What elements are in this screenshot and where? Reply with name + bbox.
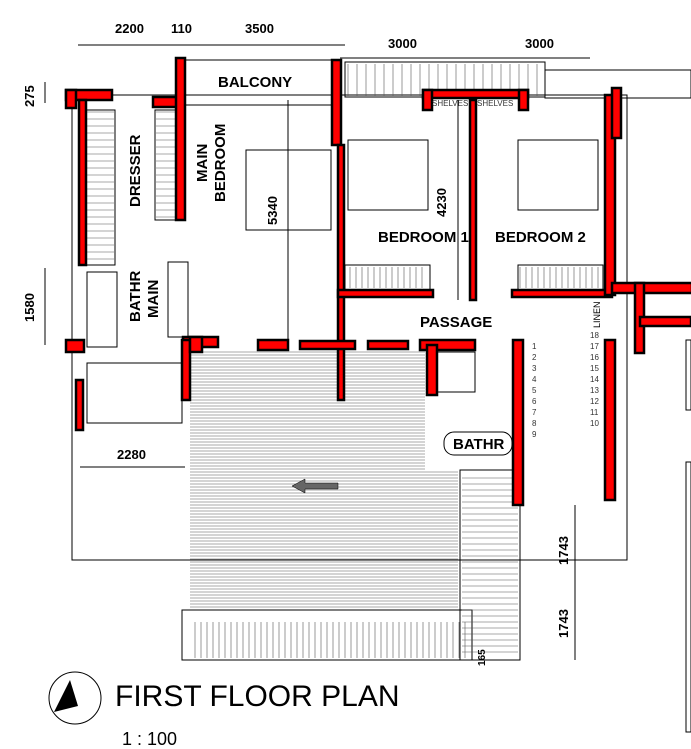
stair-step: 5 [532, 386, 537, 395]
drawing-scale: 1 : 100 [122, 729, 177, 749]
stair-numbers: 1 2 3 4 5 6 7 8 9 18 17 16 15 14 13 12 1… [532, 331, 599, 439]
stair-step: 8 [532, 419, 537, 428]
stair-step: 13 [590, 386, 599, 395]
room-labels: BALCONY DRESSER MAIN BEDROOM BEDROOM 1 B… [127, 74, 602, 453]
label-bathr: BATHR [453, 436, 505, 453]
dim-275: 275 [22, 85, 37, 107]
stair-step: 7 [532, 408, 537, 417]
dim-2280: 2280 [117, 447, 146, 462]
dim-165: 165 [477, 649, 488, 666]
label-shelves-2: SHELVES [477, 99, 513, 108]
stair-step: 3 [532, 364, 537, 373]
dim-1580: 1580 [22, 293, 37, 322]
label-shelves-1: SHELVES [432, 99, 468, 108]
label-bedroom-2: BEDROOM 2 [495, 229, 586, 246]
dim-5340: 5340 [265, 196, 280, 225]
dim-3000-b: 3000 [525, 36, 554, 51]
stair-step: 18 [590, 331, 599, 340]
label-balcony: BALCONY [218, 74, 292, 91]
label-passage: PASSAGE [420, 314, 492, 331]
stair-step: 12 [590, 397, 599, 406]
label-main: MAIN [194, 144, 211, 182]
dim-1743-b: 1743 [556, 609, 571, 638]
drawing-title: FIRST FLOOR PLAN [115, 680, 400, 713]
stair-step: 4 [532, 375, 537, 384]
stair-step: 15 [590, 364, 599, 373]
label-bathr-main-1: BATHR [127, 270, 144, 322]
north-arrow-icon [48, 671, 102, 725]
dimension-lines [44, 44, 590, 660]
stair-step: 6 [532, 397, 537, 406]
arrow-left-icon [291, 478, 339, 494]
dim-110: 110 [171, 21, 192, 36]
outlines [71, 59, 691, 733]
dim-3500: 3500 [245, 21, 274, 36]
stair-step: 1 [532, 342, 537, 351]
dim-3000-a: 3000 [388, 36, 417, 51]
stair-step: 9 [532, 430, 537, 439]
stair-step: 10 [590, 419, 599, 428]
stair-step: 2 [532, 353, 537, 362]
deck-hatching [86, 64, 599, 658]
stair-step: 11 [590, 408, 599, 417]
stair-step: 14 [590, 375, 599, 384]
stair-step: 16 [590, 353, 599, 362]
label-dresser: DRESSER [127, 134, 144, 207]
walls [64, 56, 691, 507]
dimension-labels: 2200 110 3500 3000 3000 275 1580 5340 42… [22, 21, 571, 666]
dim-1743-a: 1743 [556, 536, 571, 565]
stair-step: 17 [590, 342, 599, 351]
label-linen: LINEN [592, 301, 602, 328]
dim-4230: 4230 [434, 188, 449, 217]
label-bathr-main-2: MAIN [145, 280, 162, 318]
label-bedroom: BEDROOM [212, 124, 229, 202]
dim-2200: 2200 [115, 21, 144, 36]
label-bedroom-1: BEDROOM 1 [378, 229, 469, 246]
